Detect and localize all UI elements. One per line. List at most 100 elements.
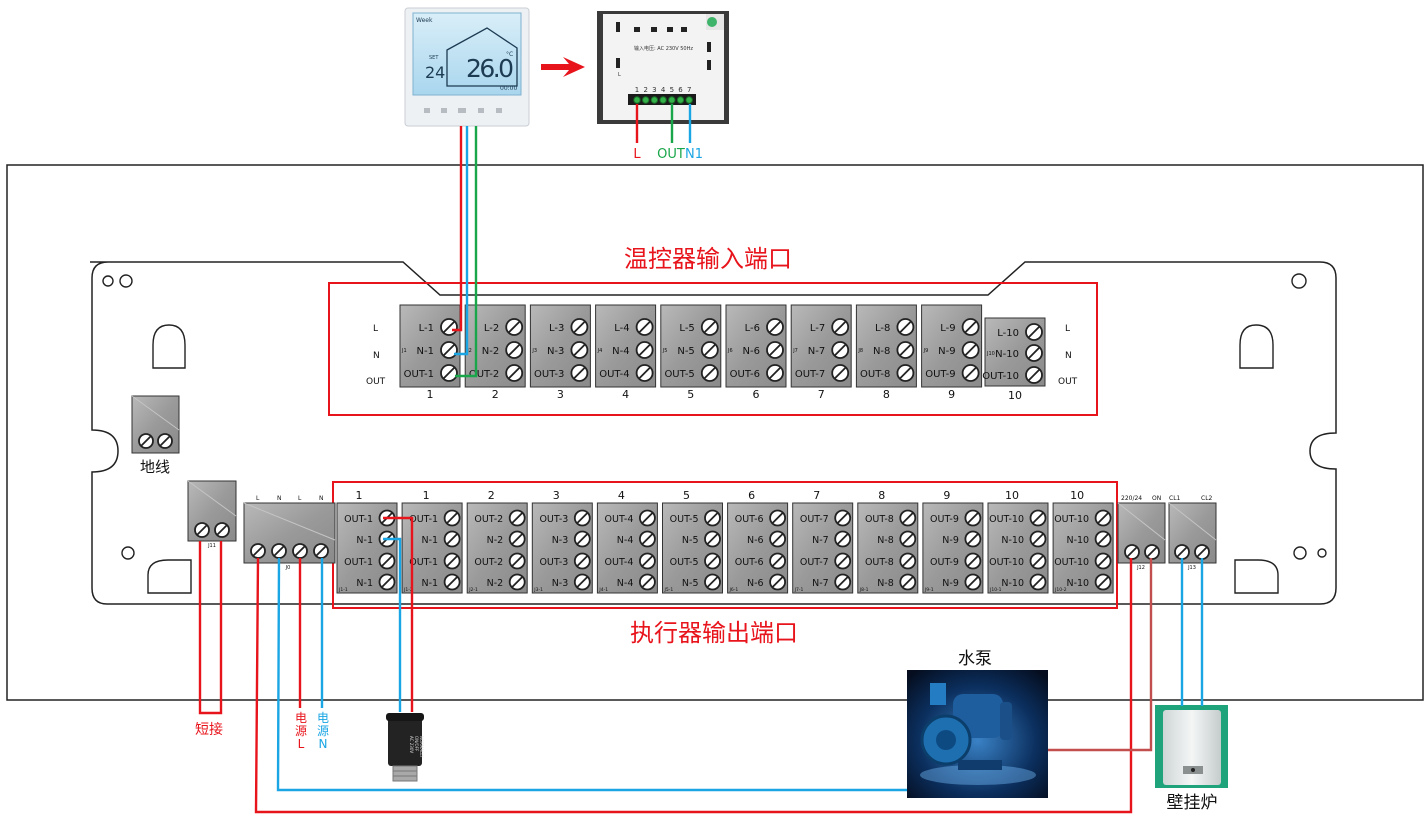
terminal-screw-icon xyxy=(573,509,591,527)
back-terminal-screw-icon xyxy=(659,96,667,104)
j11-tag: J11 xyxy=(207,543,216,549)
thermostat-set-label: SET xyxy=(429,55,439,61)
wire-thermostat-n xyxy=(454,126,469,356)
output-terminal-label: OUT-1 xyxy=(344,514,373,525)
input-block-number: 2 xyxy=(492,388,499,401)
thermostat-back-side-label: L xyxy=(618,72,621,78)
input-terminal-label: N-7 xyxy=(808,346,825,357)
thermostat-back-spec: 输入电压: AC 230V 50Hz xyxy=(634,45,693,52)
output-block-number: 10 xyxy=(1070,489,1084,502)
pump-label: 水泵 xyxy=(958,649,992,669)
terminal-screw-icon xyxy=(961,318,980,336)
terminal-screw-icon xyxy=(1029,509,1047,527)
terminal-screw-icon xyxy=(704,573,721,591)
panel-mount-holes xyxy=(102,273,1327,594)
thermostat-mode-text: Week xyxy=(416,17,433,24)
terminal-screw-icon xyxy=(1029,552,1047,570)
terminal-screw-icon xyxy=(570,364,589,382)
j12-tag: J12 xyxy=(1136,565,1145,571)
thermostat-small-readout: 00:00 xyxy=(500,85,517,92)
back-terminal-number: 1 xyxy=(635,86,639,94)
back-terminal-screw-icon xyxy=(633,96,641,104)
terminal-screw-icon xyxy=(704,509,721,527)
input-terminal-label: N-5 xyxy=(677,346,694,357)
thermostat-back-terminal-screws xyxy=(633,96,693,104)
boiler-label: 壁挂炉 xyxy=(1167,793,1218,813)
output-terminal-label: N-6 xyxy=(747,535,764,546)
terminal-screw-icon xyxy=(769,509,786,527)
input-block-tag: J4 xyxy=(597,348,603,354)
output-block-tag: J7-1 xyxy=(794,587,804,593)
input-terminal-label: OUT-7 xyxy=(795,369,825,380)
output-block-number: 3 xyxy=(553,489,560,502)
j13-terminal: J13 CL1 CL2 xyxy=(1168,495,1217,571)
input-block-tag: J1 xyxy=(401,348,407,354)
actuator-text-3: NORMALLY xyxy=(419,736,424,758)
terminal-screw-icon xyxy=(766,341,784,359)
house-outline-icon xyxy=(446,27,518,87)
output-terminal-label: OUT-5 xyxy=(670,557,699,568)
output-terminal-label: N-3 xyxy=(552,578,569,589)
output-terminal-label: OUT-10 xyxy=(1054,557,1089,568)
terminal-screw-icon xyxy=(505,364,524,382)
ground-terminal: 地线 xyxy=(131,395,180,476)
terminal-screw-icon xyxy=(1094,530,1112,548)
input-terminal-blocks: L-1N-1OUT-1J11L-2N-2OUT-2J22L-3N-3OUT-3J… xyxy=(399,304,1046,402)
terminal-screw-icon xyxy=(899,530,917,548)
back-terminal-number: 6 xyxy=(678,86,683,94)
terminal-screw-icon xyxy=(896,364,915,382)
input-block-tag: J5 xyxy=(662,348,668,354)
terminal-screw-icon xyxy=(570,318,589,336)
input-terminal-label: L-1 xyxy=(419,323,434,334)
output-block-number: 1 xyxy=(423,489,430,502)
input-block-number: 8 xyxy=(883,388,890,401)
input-left-row-label: OUT xyxy=(366,377,386,387)
input-terminal-label: OUT-3 xyxy=(534,369,564,380)
back-terminal-number: 7 xyxy=(687,86,691,94)
input-terminal-label: OUT-6 xyxy=(730,369,760,380)
terminal-screw-icon xyxy=(635,364,654,382)
output-terminal-label: N-9 xyxy=(942,578,959,589)
terminal-screw-icon xyxy=(573,530,591,548)
output-terminal-label: N-10 xyxy=(1066,578,1089,589)
wire-thermostat-l xyxy=(452,126,463,332)
terminal-screw-icon xyxy=(639,573,656,591)
output-terminal-label: OUT-6 xyxy=(735,557,764,568)
terminal-screw-icon xyxy=(961,341,980,359)
j12-terminal: J12 220/24 ON xyxy=(1117,495,1166,571)
back-terminal-number: 2 xyxy=(643,86,647,94)
input-terminal-label: OUT-10 xyxy=(982,371,1019,382)
output-terminal-label: N-7 xyxy=(812,578,829,589)
input-block-number: 9 xyxy=(948,388,955,401)
terminal-screw-icon xyxy=(573,573,591,591)
terminal-screw-icon xyxy=(639,530,656,548)
input-terminal-label: L-7 xyxy=(810,323,825,334)
j0-label: L xyxy=(298,495,302,502)
terminal-screw-icon xyxy=(271,543,287,559)
j11-terminal: J11 xyxy=(187,480,237,549)
output-terminal-label: N-1 xyxy=(422,578,439,589)
output-terminal-label: OUT-8 xyxy=(865,557,894,568)
svg-text:电: 电 xyxy=(317,711,329,725)
back-terminal-screw-icon xyxy=(676,96,685,104)
output-terminal-label: N-4 xyxy=(617,535,634,546)
terminal-screw-icon xyxy=(769,530,786,548)
j0-label: N xyxy=(319,495,324,502)
input-terminal-label: OUT-2 xyxy=(469,369,499,380)
output-terminal-label: OUT-1 xyxy=(344,557,373,568)
terminal-screw-icon xyxy=(508,530,526,548)
terminal-screw-icon xyxy=(505,341,524,359)
input-block-tag: J6 xyxy=(727,348,733,354)
terminal-screw-icon xyxy=(505,318,524,336)
input-section-frame xyxy=(328,282,1098,416)
terminal-screw-icon xyxy=(1025,344,1043,362)
output-terminal-label: N-1 xyxy=(356,535,373,546)
